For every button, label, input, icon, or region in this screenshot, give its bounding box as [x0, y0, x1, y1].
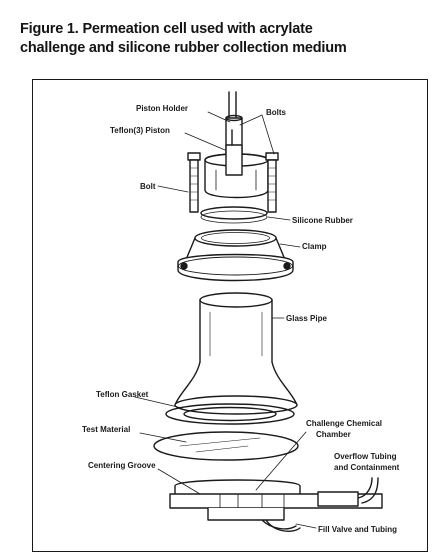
label-overflow-1: Overflow Tubing [334, 452, 397, 461]
figure-title-line-1: Figure 1. Permeation cell used with acry… [20, 21, 313, 37]
test-material [153, 431, 299, 461]
label-fill-valve: Fill Valve and Tubing [318, 525, 397, 534]
challenge-chamber-base [169, 477, 383, 532]
label-glass-pipe: Glass Pipe [286, 314, 327, 323]
bolt-right [265, 152, 279, 213]
label-challenge-chamber-2: Chamber [316, 430, 351, 439]
label-bolts: Bolts [266, 108, 287, 117]
teflon-piston [204, 144, 269, 199]
label-centering-groove: Centering Groove [88, 461, 156, 470]
label-teflon-piston: Teflon(3) Piston [110, 126, 170, 135]
label-piston-holder: Piston Holder [136, 104, 188, 113]
leader-lines [134, 111, 317, 529]
label-challenge-chamber-1: Challenge Chemical [306, 419, 382, 428]
label-teflon-gasket: Teflon Gasket [96, 390, 149, 399]
label-silicone-rubber: Silicone Rubber [292, 216, 353, 225]
figure-title: Figure 1. Permeation cell used with acry… [20, 20, 430, 58]
label-bolt: Bolt [140, 182, 156, 191]
label-test-material: Test Material [82, 425, 130, 434]
label-clamp: Clamp [302, 242, 327, 251]
glass-pipe [174, 292, 298, 415]
clamp [177, 229, 294, 282]
teflon-gasket [165, 403, 295, 425]
figure-title-line-2: challenge and silicone rubber collection… [20, 40, 347, 56]
bolt-left [187, 152, 201, 213]
silicone-rubber-disc [200, 206, 268, 224]
label-overflow-2: and Containment [334, 463, 400, 472]
